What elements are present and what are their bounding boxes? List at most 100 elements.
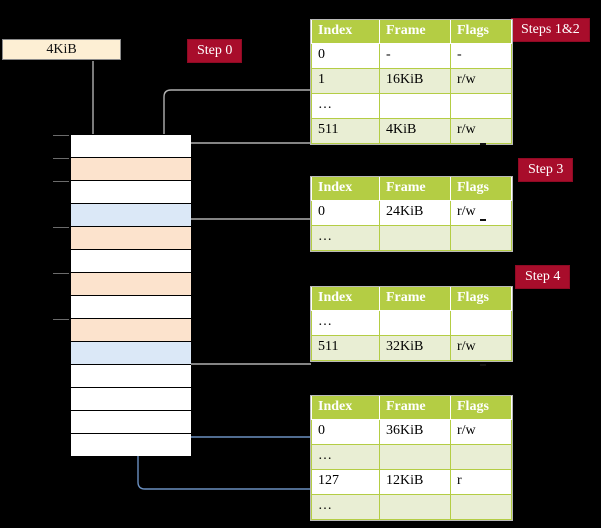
column-header-frame: Frame [379, 287, 451, 311]
cell-flags [450, 444, 512, 470]
virtual-address-box: 4KiB [2, 39, 121, 60]
memory-row [71, 388, 191, 411]
column-header-flags: Flags [450, 20, 512, 44]
table-row: … [311, 444, 512, 470]
badge-steps-1-2: Steps 1&2 [512, 19, 589, 41]
cell-frame [379, 310, 451, 336]
memory-tick [53, 319, 69, 320]
pml4-row-connector-stub [480, 143, 486, 145]
cell-flags [450, 494, 512, 520]
cell-flags [450, 93, 512, 119]
cell-frame: 32KiB [379, 335, 451, 361]
column-header-index: Index [311, 287, 380, 311]
table-row: 1 16KiB r/w [311, 68, 512, 94]
memory-row [53, 158, 191, 181]
memory-row [53, 273, 191, 296]
table-header-row: Index Frame Flags [311, 177, 512, 201]
memory-tick [53, 181, 69, 182]
memory-tick [53, 158, 69, 159]
column-header-index: Index [311, 396, 380, 420]
pt-table: Index Frame Flags 0 36KiB r/w … 127 12Ki… [311, 396, 512, 520]
cell-flags: r/w [450, 335, 512, 361]
badge-step-0-label: Step 0 [197, 43, 233, 58]
column-header-index: Index [311, 177, 380, 201]
column-header-flags: Flags [450, 287, 512, 311]
badge-step-4: Step 4 [516, 266, 570, 288]
cell-frame: 36KiB [379, 419, 451, 445]
cell-flags: r [450, 469, 512, 495]
wire-pdpt-to-mem [170, 218, 311, 276]
table-row: 511 32KiB r/w [311, 335, 512, 361]
table-header-row: Index Frame Flags [311, 287, 512, 311]
cell-frame: 16KiB [379, 68, 451, 94]
cell-flags [450, 225, 512, 251]
cell-frame: 24KiB [379, 200, 451, 226]
cell-frame: 12KiB [379, 469, 451, 495]
table-row: … [311, 93, 512, 119]
badge-steps-1-2-label: Steps 1&2 [521, 22, 580, 37]
cell-flags [450, 310, 512, 336]
cell-frame [379, 225, 451, 251]
cell-index: 127 [311, 469, 380, 495]
column-header-frame: Frame [379, 20, 451, 44]
cell-flags: r/w [450, 419, 512, 445]
cell-frame: 4KiB [379, 118, 451, 144]
cell-index: … [311, 225, 380, 251]
column-header-frame: Frame [379, 177, 451, 201]
cell-flags: r/w [450, 200, 512, 226]
table-row: … [311, 310, 512, 336]
pdpt-row-connector-stub [480, 219, 486, 221]
cell-index: … [311, 310, 380, 336]
cell-flags: - [450, 43, 512, 69]
pd-table: Index Frame Flags … 511 32KiB r/w [311, 287, 512, 361]
memory-row [71, 204, 191, 227]
pd-row-connector-stub [480, 364, 486, 366]
memory-row [71, 411, 191, 434]
table-header-row: Index Frame Flags [311, 396, 512, 420]
memory-row [71, 296, 191, 319]
memory-row [71, 250, 191, 273]
memory-row [71, 434, 191, 456]
cell-index: 511 [311, 335, 380, 361]
table-row: 0 - - [311, 43, 512, 69]
memory-row [53, 181, 191, 204]
table-row: 0 36KiB r/w [311, 419, 512, 445]
cell-index: 0 [311, 419, 380, 445]
cell-frame: - [379, 43, 451, 69]
table-row: … [311, 494, 512, 520]
badge-step-0: Step 0 [188, 40, 242, 62]
physical-memory-column [53, 134, 191, 456]
cell-index: 0 [311, 43, 380, 69]
table-row: 0 24KiB r/w [311, 200, 512, 226]
table-row: 511 4KiB r/w [311, 118, 512, 144]
table-row: 127 12KiB r [311, 469, 512, 495]
memory-row [53, 319, 191, 342]
cell-index: 1 [311, 68, 380, 94]
column-header-frame: Frame [379, 396, 451, 420]
cell-frame [379, 444, 451, 470]
cell-index: … [311, 93, 380, 119]
badge-step-4-label: Step 4 [525, 269, 561, 284]
column-header-flags: Flags [450, 177, 512, 201]
cell-frame [379, 93, 451, 119]
memory-tick [53, 135, 69, 136]
cell-flags: r/w [450, 68, 512, 94]
memory-row [53, 135, 191, 158]
cell-index: … [311, 444, 380, 470]
cell-index: 0 [311, 200, 380, 226]
badge-step-3: Step 3 [519, 159, 573, 181]
cell-index: … [311, 494, 380, 520]
pml4-table: Index Frame Flags 0 - - 1 16KiB r/w … [311, 20, 512, 144]
memory-tick [53, 227, 69, 228]
memory-row [53, 227, 191, 250]
column-header-index: Index [311, 20, 380, 44]
badge-step-3-label: Step 3 [528, 162, 564, 177]
cell-index: 511 [311, 118, 380, 144]
pdpt-table: Index Frame Flags 0 24KiB r/w … [311, 177, 512, 251]
memory-row [71, 342, 191, 365]
table-header-row: Index Frame Flags [311, 20, 512, 44]
table-row: … [311, 225, 512, 251]
cell-flags: r/w [450, 118, 512, 144]
cell-frame [379, 494, 451, 520]
